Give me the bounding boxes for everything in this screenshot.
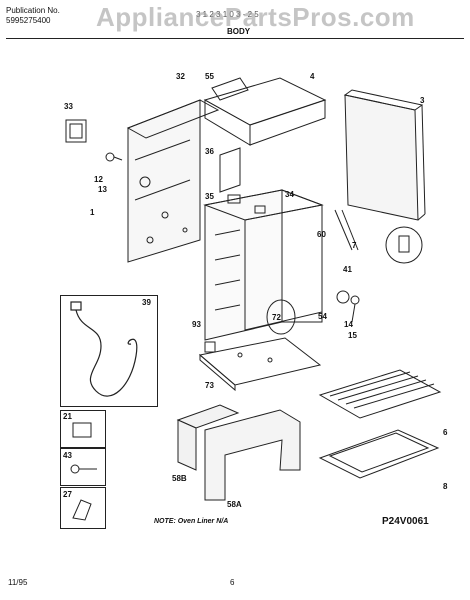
broiler-pan-drawing	[318, 429, 440, 479]
footer-date: 11/95	[8, 578, 28, 587]
callout-58b: 58B	[172, 474, 187, 483]
note-text: NOTE: Oven Liner N/A	[154, 518, 229, 525]
publication-label: Publication No.	[6, 6, 60, 15]
callout-7: 7	[352, 241, 357, 250]
bracket-drawing	[65, 119, 87, 143]
header-rule	[6, 38, 464, 39]
callout-41: 41	[343, 265, 352, 274]
hinge-drawing	[334, 209, 423, 264]
callout-60: 60	[317, 230, 326, 239]
callout-27: 27	[63, 490, 72, 499]
callout-12: 12	[94, 175, 103, 184]
callout-54: 54	[318, 312, 327, 321]
insulation-drawing	[176, 404, 301, 501]
part-43-inset	[60, 448, 106, 486]
vent-drawing	[219, 147, 266, 214]
part-27-inset	[60, 487, 106, 529]
power-cord-inset	[60, 295, 158, 407]
callout-14: 14	[344, 320, 353, 329]
callout-93: 93	[192, 320, 201, 329]
clip-drawing	[204, 341, 216, 353]
callout-43: 43	[63, 451, 72, 460]
light-lens-drawing	[266, 299, 296, 335]
callout-3: 3	[420, 96, 425, 105]
light-socket-drawing	[336, 290, 360, 323]
callout-35: 35	[205, 192, 214, 201]
callout-34: 34	[285, 190, 294, 199]
plug-icon	[72, 422, 92, 438]
callout-8: 8	[443, 482, 448, 491]
callout-15: 15	[348, 331, 357, 340]
callout-21: 21	[63, 412, 72, 421]
power-cord-icon	[70, 301, 138, 397]
back-panel-drawing	[126, 99, 220, 263]
part-21-inset	[60, 410, 106, 448]
callout-1: 1	[90, 208, 95, 217]
model-number: 3 1 2 3 1 0 3 - 2 5	[196, 10, 259, 19]
oven-rack-drawing	[318, 369, 442, 419]
oven-body-drawing	[203, 189, 324, 341]
callout-36: 36	[205, 147, 214, 156]
screw-drawing	[105, 152, 123, 162]
top-panel-drawing	[203, 77, 327, 146]
callout-4: 4	[310, 72, 315, 81]
watermark: AppliancePartsPros.com	[96, 2, 415, 32]
callout-73: 73	[205, 381, 214, 390]
callout-72: 72	[272, 313, 281, 322]
side-panel-drawing	[343, 89, 426, 221]
clip-icon	[72, 499, 92, 521]
publication-number: 5995275400	[6, 16, 51, 25]
callout-33: 33	[64, 102, 73, 111]
diagram-code: P24V0061	[382, 516, 429, 527]
screw-icon	[70, 464, 97, 474]
callout-39: 39	[142, 298, 151, 307]
page-number: 6	[230, 578, 235, 587]
bottom-panel-drawing	[198, 337, 322, 392]
section-title: BODY	[227, 27, 251, 36]
callout-13: 13	[98, 185, 107, 194]
callout-6: 6	[443, 428, 448, 437]
callout-55: 55	[205, 72, 214, 81]
callout-58a: 58A	[227, 500, 242, 509]
callout-32: 32	[176, 72, 185, 81]
